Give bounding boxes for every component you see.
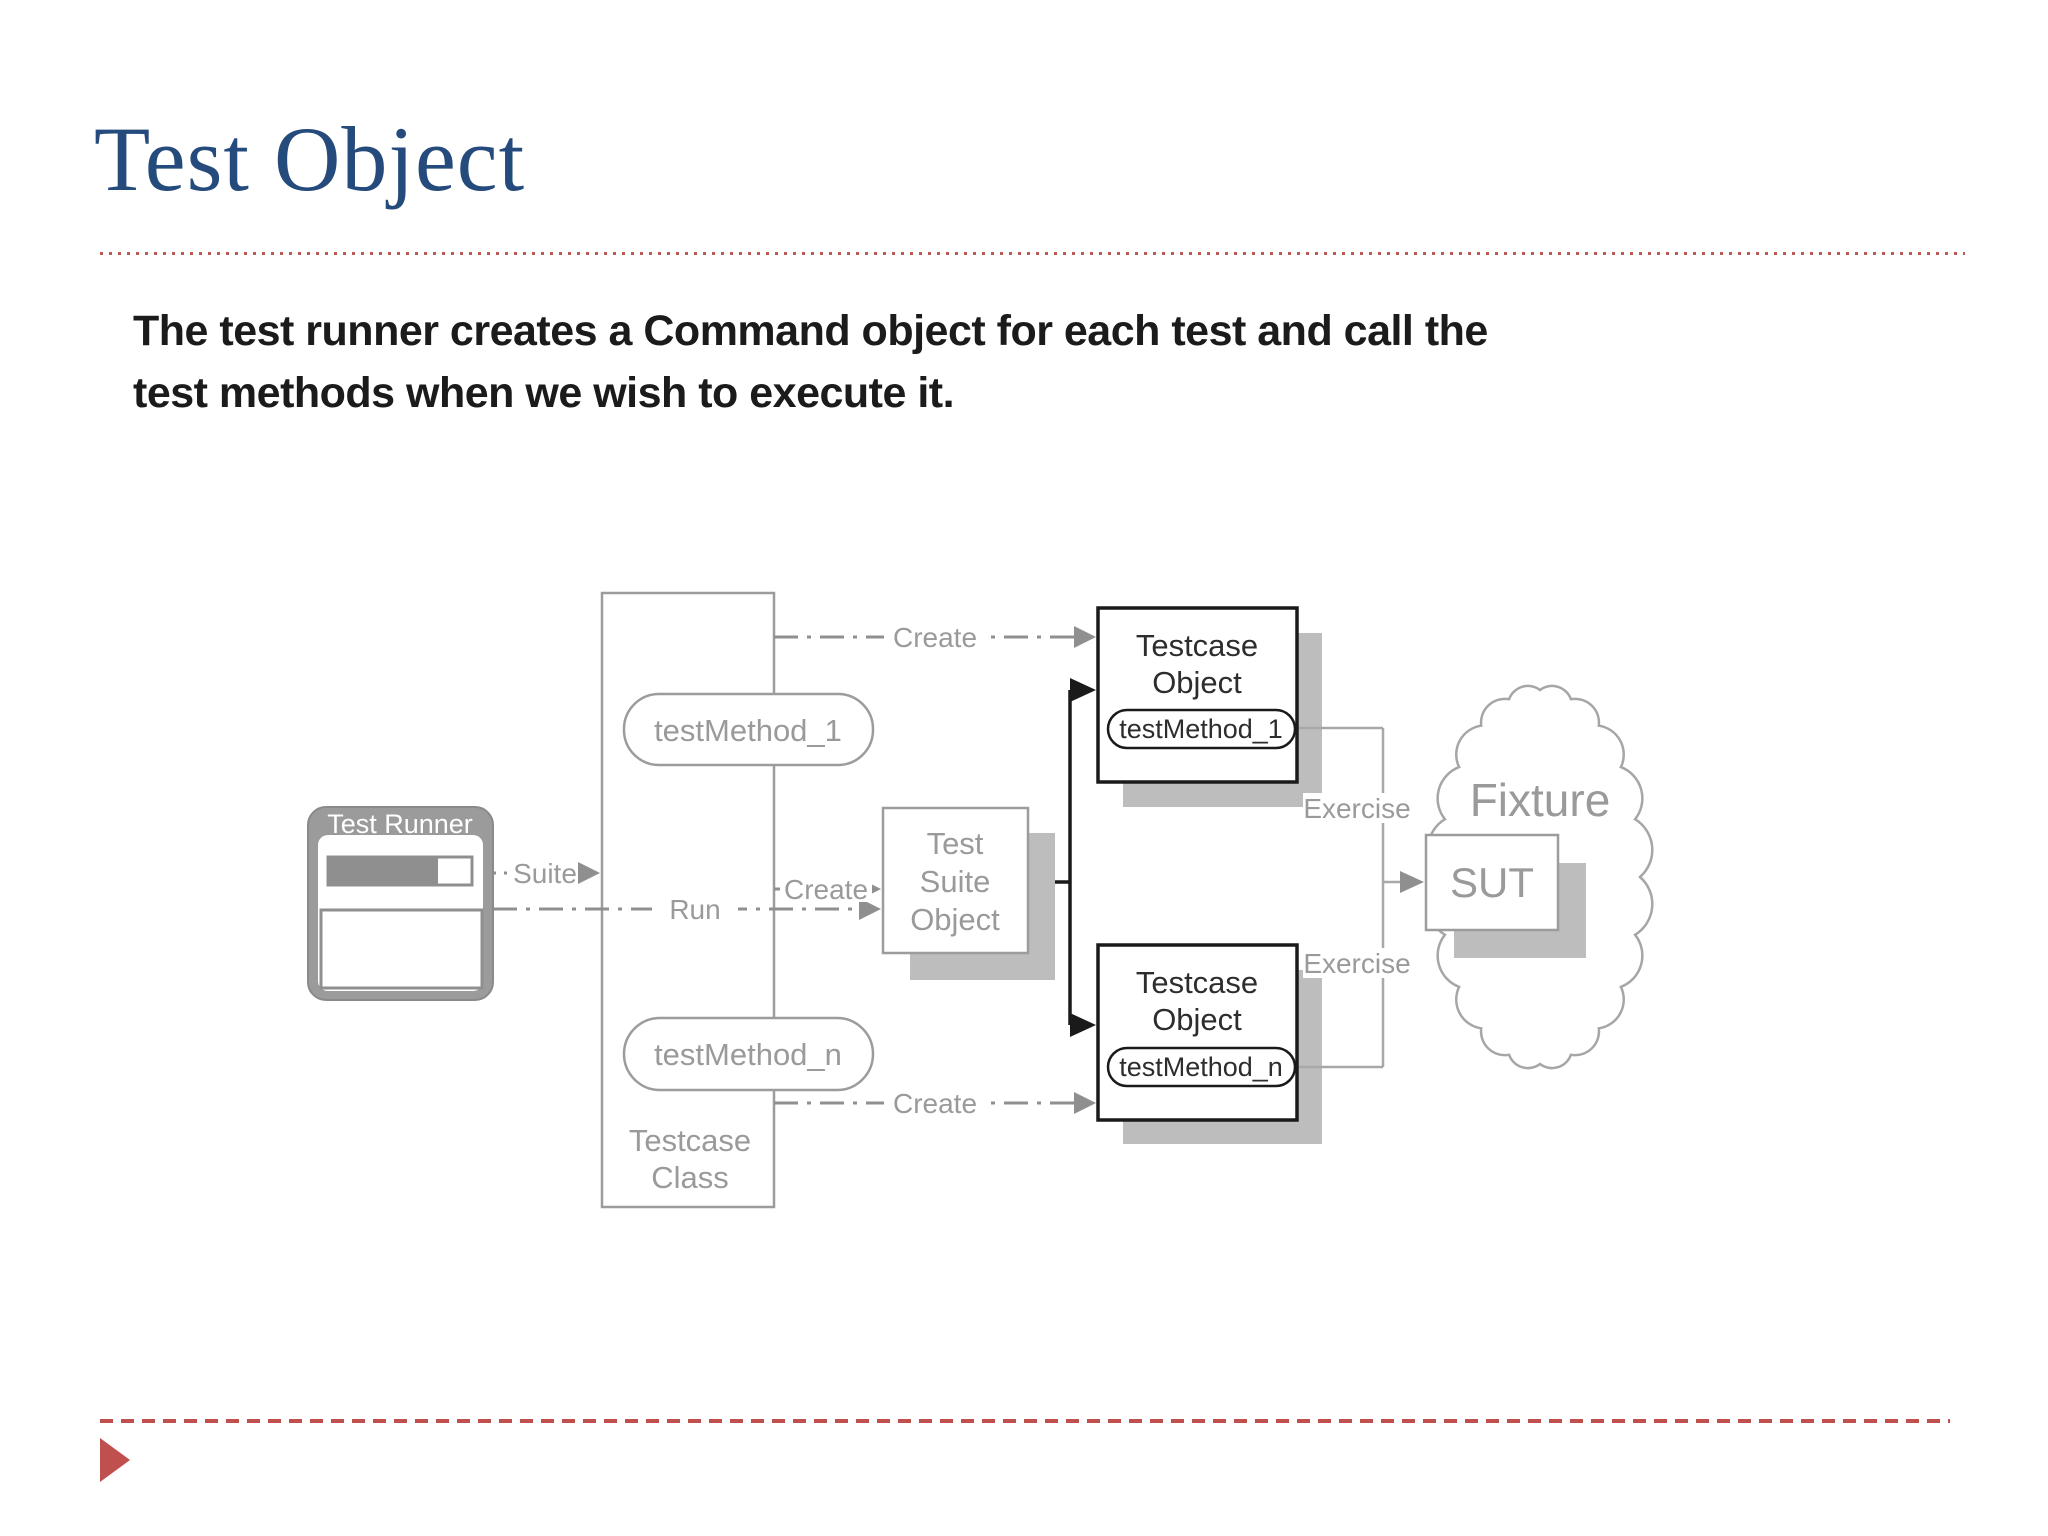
sut-box: SUT [1424,833,1560,932]
testcase-object-top-method-label: testMethod_1 [1119,714,1283,744]
test-suite-object-label-line2: Suite [920,864,991,899]
testcase-object-bottom-label-line2: Object [1152,1002,1242,1037]
exercise-top-label-bg [1303,793,1411,823]
testcase-object-top-rect [1096,606,1299,784]
testcase-object-top-label-line1: Testcase [1136,628,1258,663]
fixture-label: Fixture [1470,774,1611,826]
create-bottom-edge-label: Create [893,1088,977,1119]
run-edge-label: Run [669,894,720,925]
testcase-object-bottom-box: Testcase Object testMethod_n [1096,943,1299,1122]
sut-rect [1424,833,1560,932]
suite-arrowhead-icon [578,862,600,884]
body-line-2: test methods when we wish to execute it. [133,369,955,417]
run-arrowhead-icon [859,898,881,920]
suite-label-bg [513,858,577,888]
create-top-arrowhead-icon [1074,626,1096,648]
suite-to-bottom-arrowhead-icon [1070,1013,1096,1037]
run-label-bg [652,896,738,922]
create-top-edge-label: Create [893,622,977,653]
suite-edge-label: Suite [513,858,577,889]
testcase-object-top-box: Testcase Object testMethod_1 [1096,606,1299,784]
slide-body-text: The test runner creates a Command object… [133,300,1488,424]
testcase-object-bottom-method-pill [1106,1046,1297,1088]
testcase-object-bottom-method-label: testMethod_n [1119,1052,1283,1082]
testcase-class-methodn-pill [622,1016,875,1092]
test-runner-widget: Test Runner [307,806,494,1001]
footer-dashed-rule [100,1419,1950,1423]
test-runner-output-panel [319,908,484,990]
testcase-class-method1-label: testMethod_1 [654,713,842,748]
testcase-object-top-method-pill [1106,708,1297,750]
test-runner-title: Test Runner [327,809,473,839]
testcase-object-top-label-line2: Object [1152,665,1242,700]
create-top-label-bg [884,622,986,652]
exercise-bottom-edge-label: Exercise [1303,948,1410,979]
testcase-class-method1-pill [622,692,875,767]
sut-label: SUT [1450,859,1534,906]
page-title: Test Object [94,108,526,210]
suite-to-top-arrowhead-icon [1070,678,1096,702]
create-bottom-arrowhead-icon [1074,1092,1096,1114]
testcase-object-bottom-rect [1096,943,1299,1122]
create-suite-label-bg [780,876,872,902]
test-suite-object-label-line3: Object [910,902,1000,937]
footer-triangle-icon [100,1438,130,1482]
testcase-class-methodn-label: testMethod_n [654,1037,842,1072]
test-runner-progress-bar [326,855,474,887]
test-suite-object-label-line1: Test [927,826,984,861]
testcase-class-label-line2: Class [651,1160,729,1195]
exercise-sut-arrowhead-icon [1400,871,1424,893]
test-suite-object-box: Test Suite Object [881,806,1030,955]
create-bottom-label-bg [884,1088,986,1118]
title-underline-dashed-rule [100,252,1965,255]
exercise-bottom-label-bg [1303,948,1411,978]
test-runner-progress-fill [328,857,438,885]
exercise-top-edge-label: Exercise [1303,793,1410,824]
test-suite-object-rect [881,806,1030,955]
create-suite-edge-label: Create [784,874,868,905]
suite-to-testcases-connector [1055,688,1074,1027]
testcase-class-label-line1: Testcase [629,1123,751,1158]
body-line-1: The test runner creates a Command object… [133,307,1488,355]
testcase-object-bottom-label-line1: Testcase [1136,965,1258,1000]
exercise-connector [1290,726,1402,1069]
